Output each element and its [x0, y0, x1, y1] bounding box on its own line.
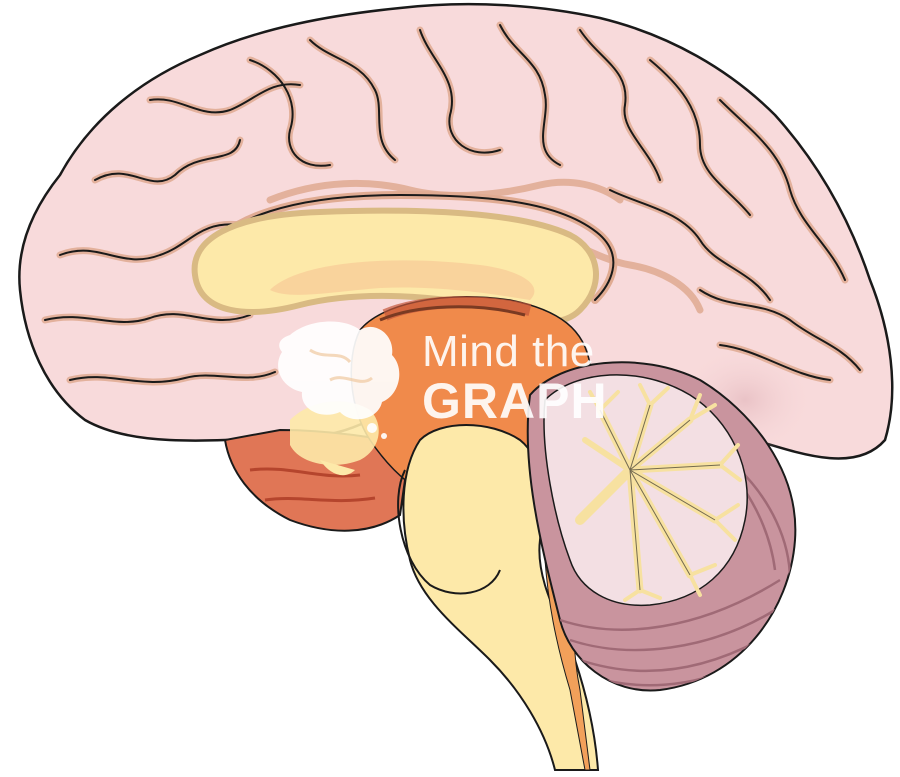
watermark-text: Mind the GRAPH — [422, 327, 608, 429]
brain-logo-icon — [278, 321, 400, 439]
cerebellar-folia — [559, 459, 792, 687]
watermark-line-1: Mind the — [422, 327, 595, 376]
watermark-line-2: GRAPH — [422, 373, 608, 429]
fornix — [270, 260, 535, 300]
arbor-vitae-region — [543, 374, 748, 607]
sulci — [41, 21, 864, 386]
